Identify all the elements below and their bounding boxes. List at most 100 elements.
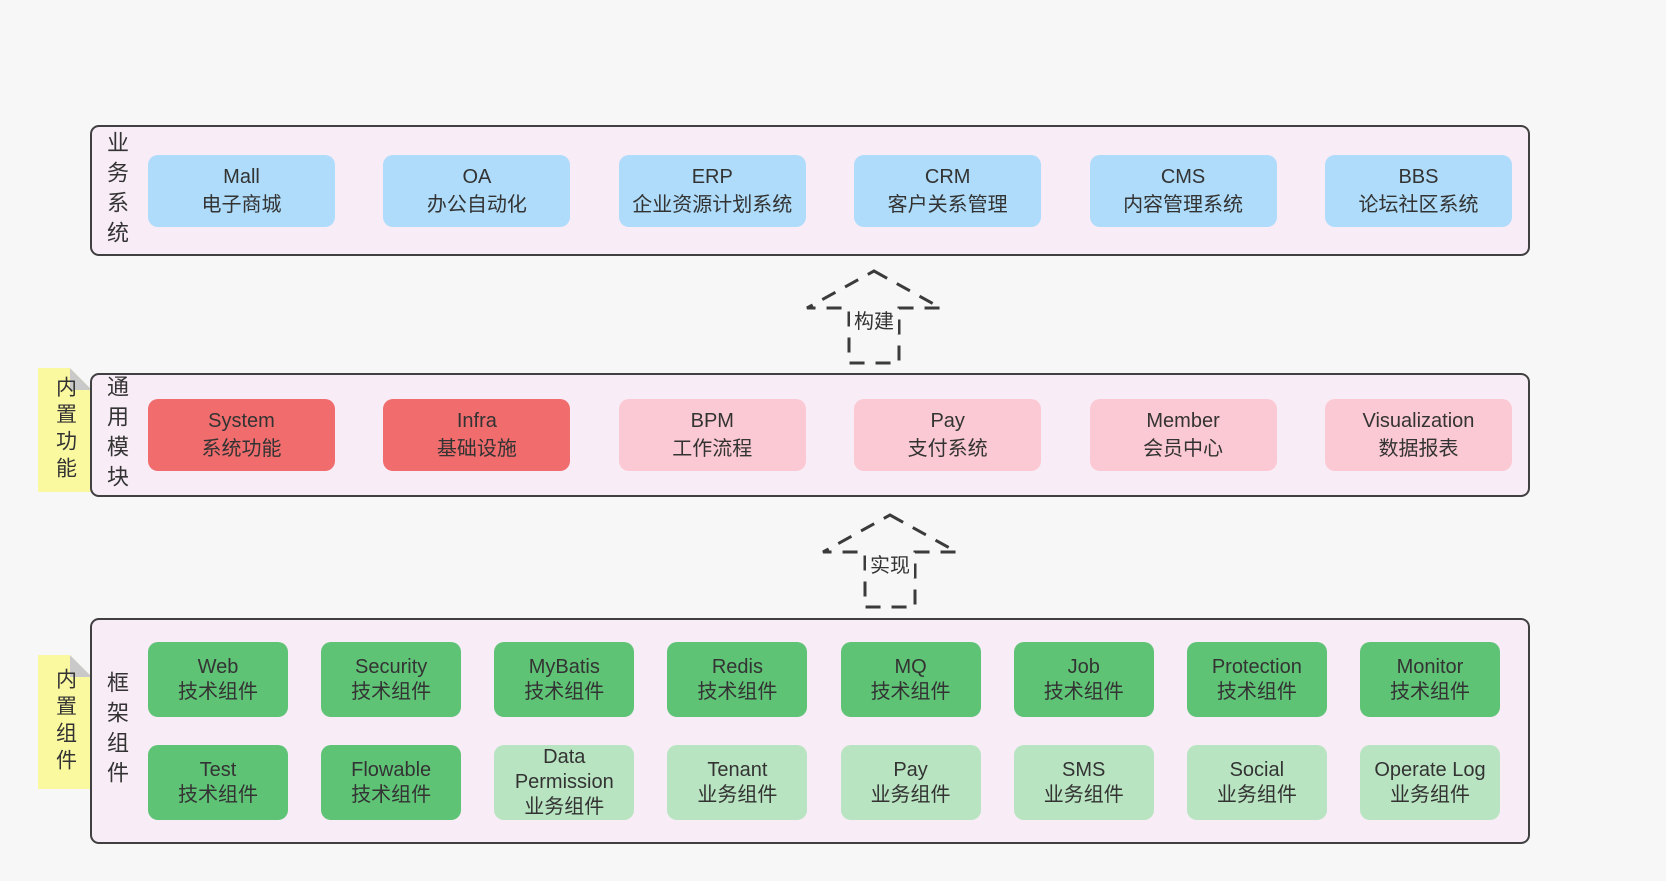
box-web: Web 技术组件 — [148, 642, 288, 717]
box-monitor: Monitor 技术组件 — [1359, 642, 1500, 717]
box-visualization: Visualization 数据报表 — [1324, 399, 1512, 471]
arrow-label: 实现 — [866, 554, 914, 578]
sticky-note-built-in-features: 内置功能 — [38, 368, 92, 492]
box-subtitle: 业务组件 — [1216, 783, 1297, 806]
box-title: Operate Log — [1374, 758, 1486, 781]
box-subtitle: 技术组件 — [178, 680, 258, 703]
box-title: System — [208, 410, 275, 432]
arrow-build: 构建 — [802, 268, 946, 366]
box-title: Monitor — [1396, 655, 1464, 678]
box-pay: Pay 支付系统 — [854, 399, 1042, 471]
box-title: Web — [197, 655, 239, 678]
business-systems-row: Mall 电子商城 OA 办公自动化 ERP 企业资源计划系统 CRM 客户关系… — [148, 127, 1512, 254]
box-operate-log: Operate Log 业务组件 — [1359, 745, 1500, 820]
box-subtitle: 电子商城 — [201, 193, 282, 216]
box-title: BBS — [1398, 165, 1439, 188]
layer-business-systems: 业务系统 Mall 电子商城 OA 办公自动化 ERP 企业资源计划系统 CRM… — [90, 125, 1530, 256]
box-subtitle: 技术组件 — [870, 680, 951, 703]
box-subtitle: 工作流程 — [672, 438, 753, 460]
box-title: Visualization — [1362, 410, 1475, 432]
box-subtitle: 技术组件 — [1043, 680, 1124, 703]
box-title: Social — [1229, 758, 1285, 781]
box-subtitle: 会员中心 — [1143, 438, 1224, 460]
box-subtitle: 技术组件 — [351, 783, 432, 806]
box-sms: SMS 业务组件 — [1013, 745, 1154, 820]
framework-components-rows: Web 技术组件 Security 技术组件 MyBatis 技术组件 Redi… — [148, 620, 1500, 842]
up-arrow-icon — [822, 513, 958, 609]
box-title: MQ — [894, 655, 927, 678]
common-modules-row: System 系统功能 Infra 基础设施 BPM 工作流程 Pay 支付系统… — [148, 375, 1512, 495]
box-title: Redis — [711, 655, 763, 678]
layer-framework-components: 框架组件 Web 技术组件 Security 技术组件 MyBatis 技术组件… — [90, 618, 1530, 844]
box-subtitle: 业务组件 — [524, 796, 605, 818]
sticky-note-label: 内置组件 — [53, 668, 77, 776]
box-job: Job 技术组件 — [1013, 642, 1154, 717]
layer-side-label: 业务系统 — [104, 130, 129, 251]
box-mall: Mall 电子商城 — [148, 154, 335, 227]
box-infra: Infra 基础设施 — [383, 399, 571, 471]
layer-common-modules: 通用模块 System 系统功能 Infra 基础设施 BPM 工作流程 Pay… — [90, 373, 1530, 497]
box-subtitle: 基础设施 — [436, 438, 517, 460]
box-subtitle: 技术组件 — [524, 680, 605, 703]
box-title: Mall — [223, 165, 260, 188]
biz-components-row: Test 技术组件 Flowable 技术组件 Data Permission … — [148, 745, 1500, 820]
box-title: Pay — [893, 758, 928, 781]
box-subtitle: 数据报表 — [1378, 438, 1459, 460]
box-oa: OA 办公自动化 — [383, 154, 571, 227]
box-subtitle: 技术组件 — [697, 680, 778, 703]
box-social: Social 业务组件 — [1186, 745, 1327, 820]
layer-side-label: 框架组件 — [104, 671, 129, 791]
box-security: Security 技术组件 — [321, 642, 462, 717]
box-title: Data Permission — [514, 746, 614, 793]
box-bbs: BBS 论坛社区系统 — [1324, 154, 1512, 227]
box-subtitle: 业务组件 — [870, 783, 951, 806]
layer-side-label: 通用模块 — [104, 375, 129, 495]
box-protection: Protection 技术组件 — [1186, 642, 1327, 717]
box-system: System 系统功能 — [148, 399, 335, 471]
box-member: Member 会员中心 — [1089, 399, 1277, 471]
sticky-note-built-in-components: 内置组件 — [38, 655, 92, 789]
arrow-implement: 实现 — [818, 512, 962, 610]
box-mybatis: MyBatis 技术组件 — [494, 642, 635, 717]
box-data-permission: Data Permission 业务组件 — [494, 745, 635, 820]
box-title: Security — [355, 655, 428, 678]
box-crm: CRM 客户关系管理 — [854, 154, 1042, 227]
box-test: Test 技术组件 — [148, 745, 288, 820]
up-arrow-icon — [806, 269, 942, 365]
box-subtitle: 支付系统 — [907, 438, 988, 460]
box-title: Job — [1067, 655, 1100, 678]
box-title: Flowable — [351, 758, 432, 781]
box-title: Member — [1146, 410, 1220, 432]
box-subtitle: 业务组件 — [1389, 783, 1470, 806]
box-title: MyBatis — [528, 655, 600, 678]
box-subtitle: 技术组件 — [178, 783, 258, 806]
box-subtitle: 系统功能 — [201, 438, 282, 460]
box-title: CMS — [1160, 165, 1206, 188]
sticky-note-label: 内置功能 — [53, 376, 77, 484]
box-tenant: Tenant 业务组件 — [667, 745, 808, 820]
box-title: Infra — [456, 410, 497, 432]
box-title: CRM — [924, 165, 971, 188]
box-subtitle: 企业资源计划系统 — [632, 193, 793, 216]
box-mq: MQ 技术组件 — [840, 642, 981, 717]
box-redis: Redis 技术组件 — [667, 642, 808, 717]
box-title: Tenant — [707, 758, 768, 781]
box-erp: ERP 企业资源计划系统 — [618, 154, 806, 227]
box-pay-component: Pay 业务组件 — [840, 745, 981, 820]
arrow-label: 构建 — [850, 310, 898, 334]
box-bpm: BPM 工作流程 — [618, 399, 806, 471]
box-cms: CMS 内容管理系统 — [1089, 154, 1277, 227]
box-title: BPM — [690, 410, 734, 432]
box-subtitle: 论坛社区系统 — [1358, 193, 1479, 216]
box-subtitle: 业务组件 — [1043, 783, 1124, 806]
box-subtitle: 技术组件 — [351, 680, 432, 703]
box-title: OA — [462, 165, 492, 188]
box-subtitle: 业务组件 — [697, 783, 778, 806]
box-subtitle: 内容管理系统 — [1123, 193, 1244, 216]
box-title: Test — [199, 758, 237, 781]
tech-components-row: Web 技术组件 Security 技术组件 MyBatis 技术组件 Redi… — [148, 642, 1500, 717]
box-title: Protection — [1211, 655, 1302, 678]
box-subtitle: 技术组件 — [1216, 680, 1297, 703]
box-title: ERP — [691, 165, 733, 188]
box-subtitle: 客户关系管理 — [887, 193, 1008, 216]
